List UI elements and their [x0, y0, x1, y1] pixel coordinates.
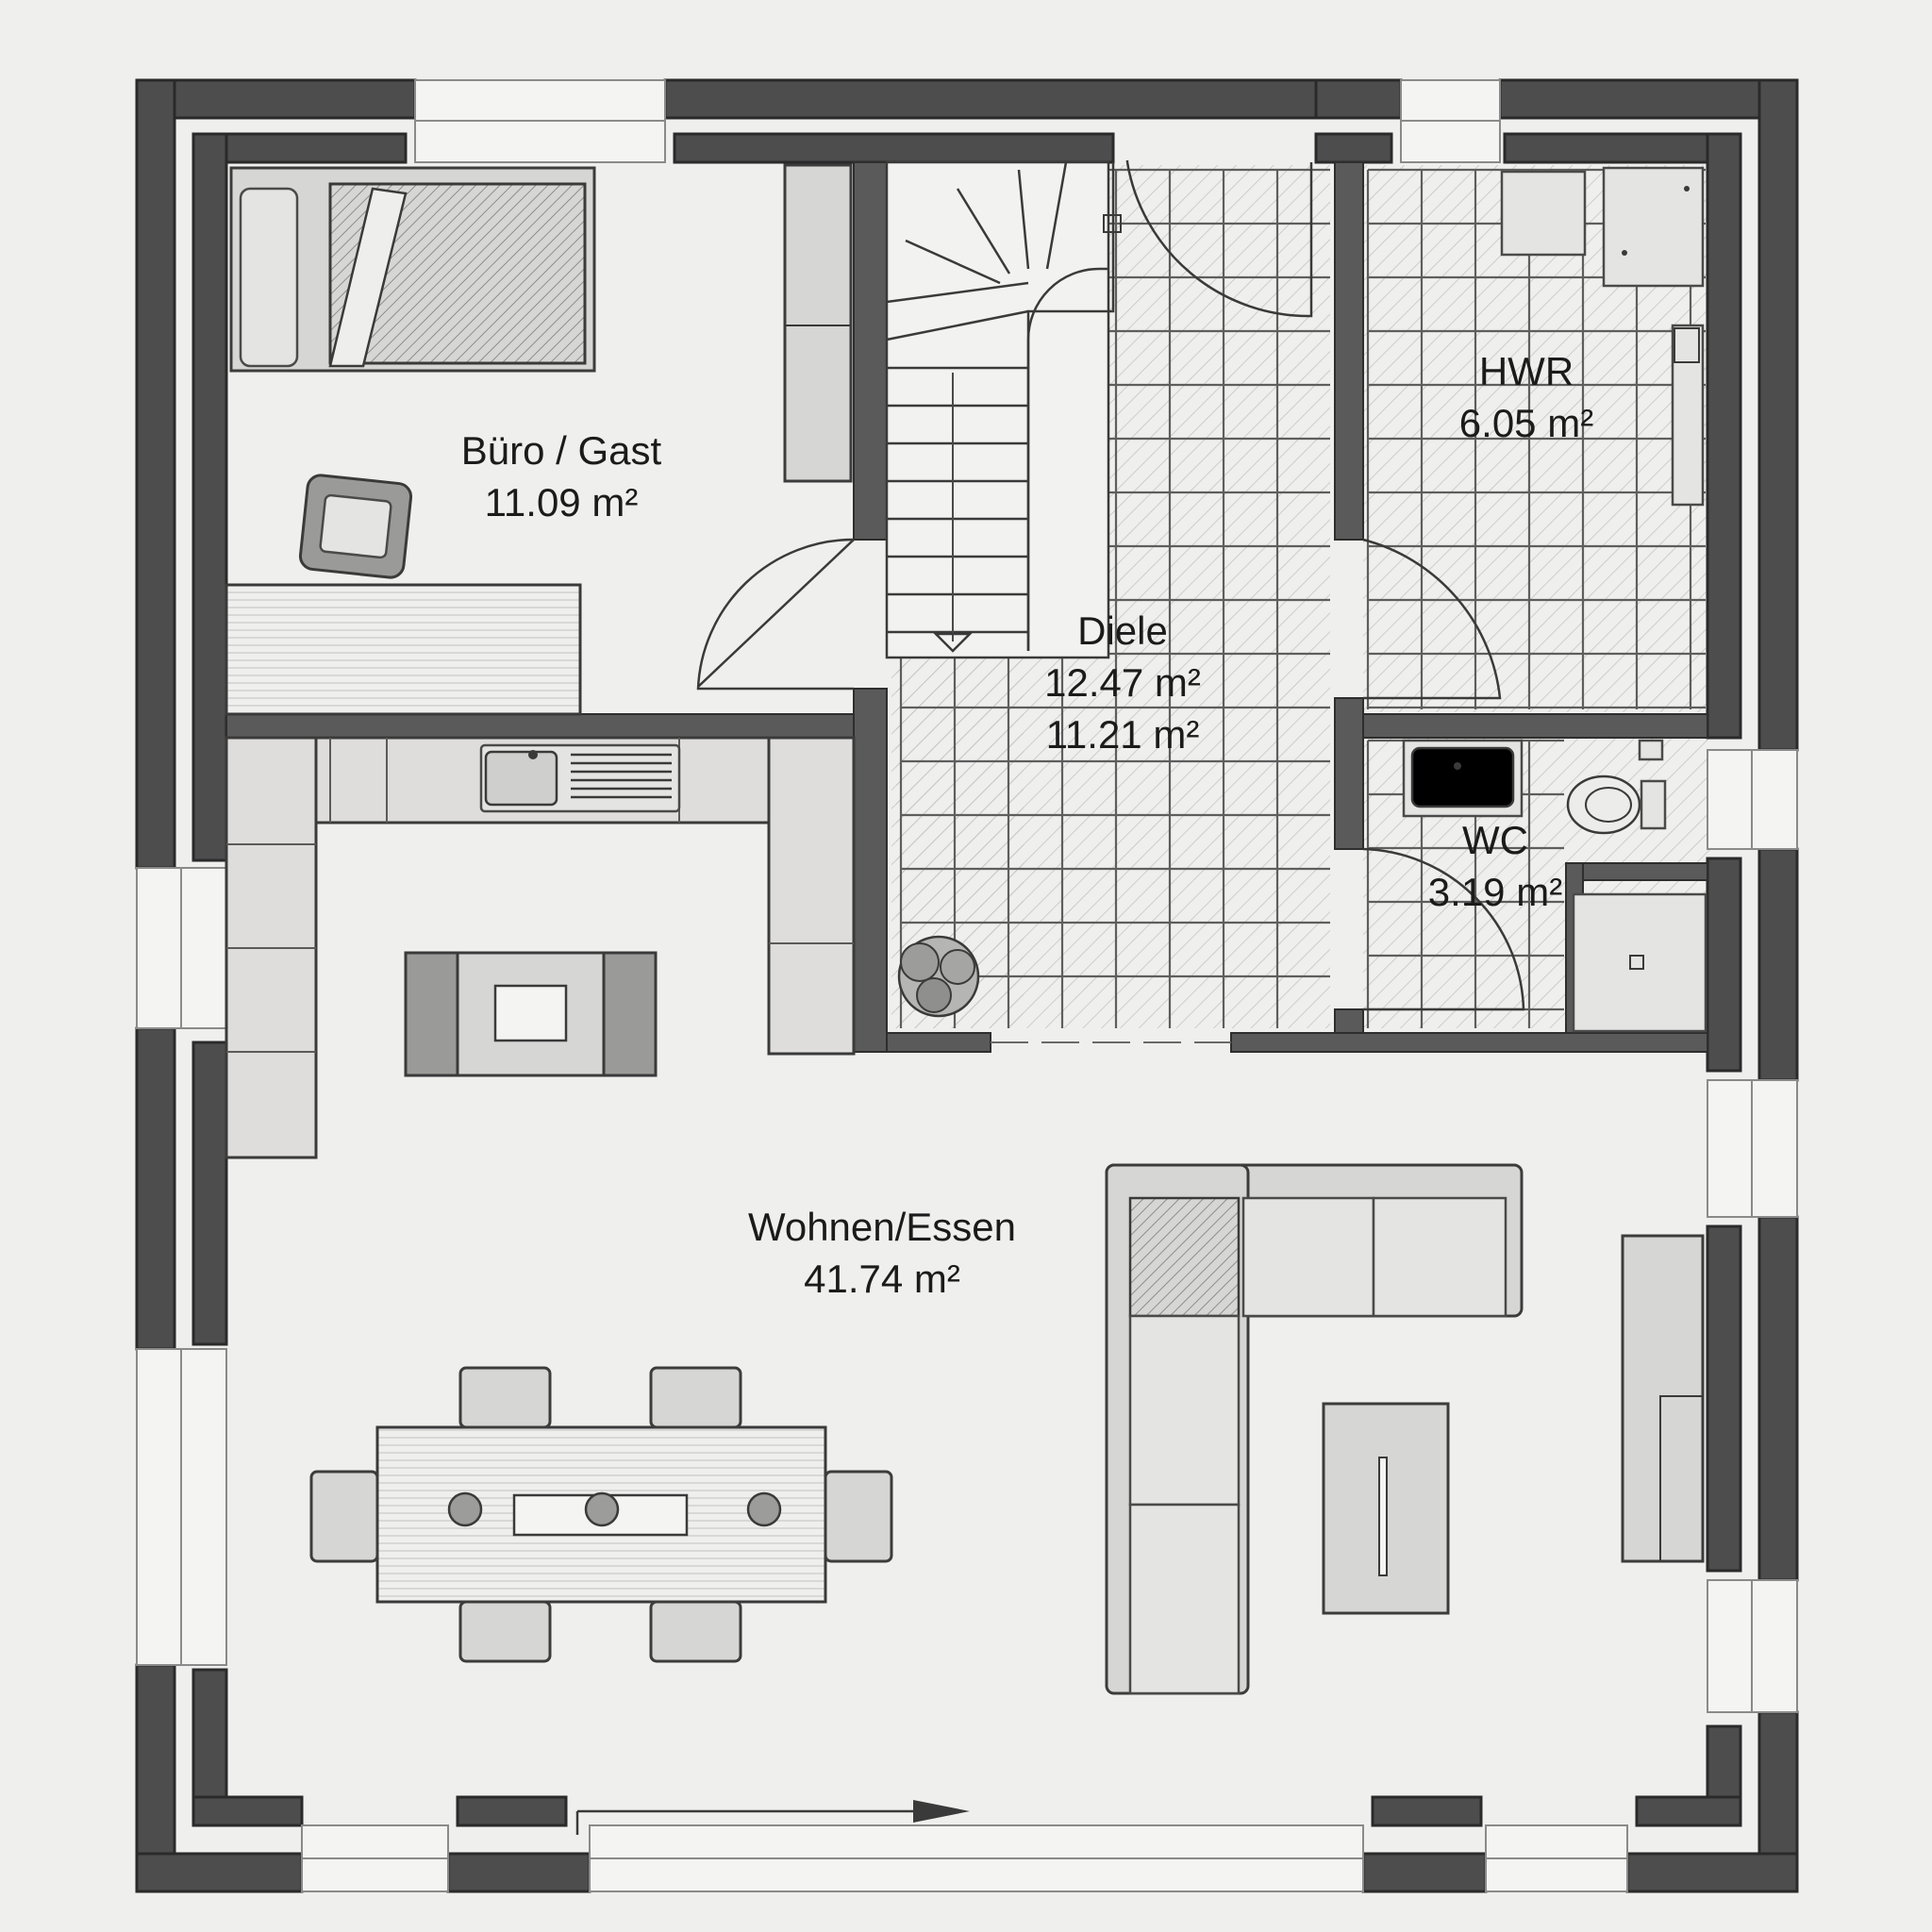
diele-area-secondary: 11.21 m² — [1046, 712, 1200, 757]
doors — [696, 160, 1525, 1043]
outer-walls — [135, 78, 1799, 1893]
armchair — [298, 474, 413, 579]
staircase — [885, 160, 1122, 659]
wohnen-area: 41.74 m² — [804, 1257, 960, 1301]
diele-name: Diele — [1077, 608, 1168, 653]
wc-area: 3.19 m² — [1428, 870, 1562, 914]
coffee-table — [1322, 1402, 1450, 1615]
hwr-appliances — [1500, 166, 1705, 507]
corner-sofa — [1105, 1163, 1524, 1695]
buero-area: 11.09 m² — [485, 480, 639, 525]
desk — [225, 583, 582, 716]
kitchen-sink — [479, 743, 681, 813]
hwr-area: 6.05 m² — [1459, 401, 1593, 445]
wardrobe — [783, 163, 853, 483]
bed — [229, 166, 596, 373]
wc-name: WC — [1462, 818, 1528, 862]
kitchen-island — [404, 951, 658, 1077]
room-labels: Büro / Gast 11.09 m² HWR 6.05 m² Diele 1… — [461, 349, 1593, 1301]
diele-area: 12.47 m² — [1044, 660, 1201, 705]
sideboard — [1621, 1234, 1705, 1563]
wohnen-name: Wohnen/Essen — [748, 1205, 1016, 1249]
entrance-arrow — [575, 1800, 970, 1835]
dining-table — [375, 1425, 827, 1604]
plant — [897, 935, 980, 1018]
wc-fixtures — [1402, 739, 1707, 1033]
buero-name: Büro / Gast — [461, 428, 662, 473]
windows — [136, 79, 1798, 1892]
hwr-name: HWR — [1479, 349, 1574, 393]
dining-chairs — [309, 1366, 893, 1663]
